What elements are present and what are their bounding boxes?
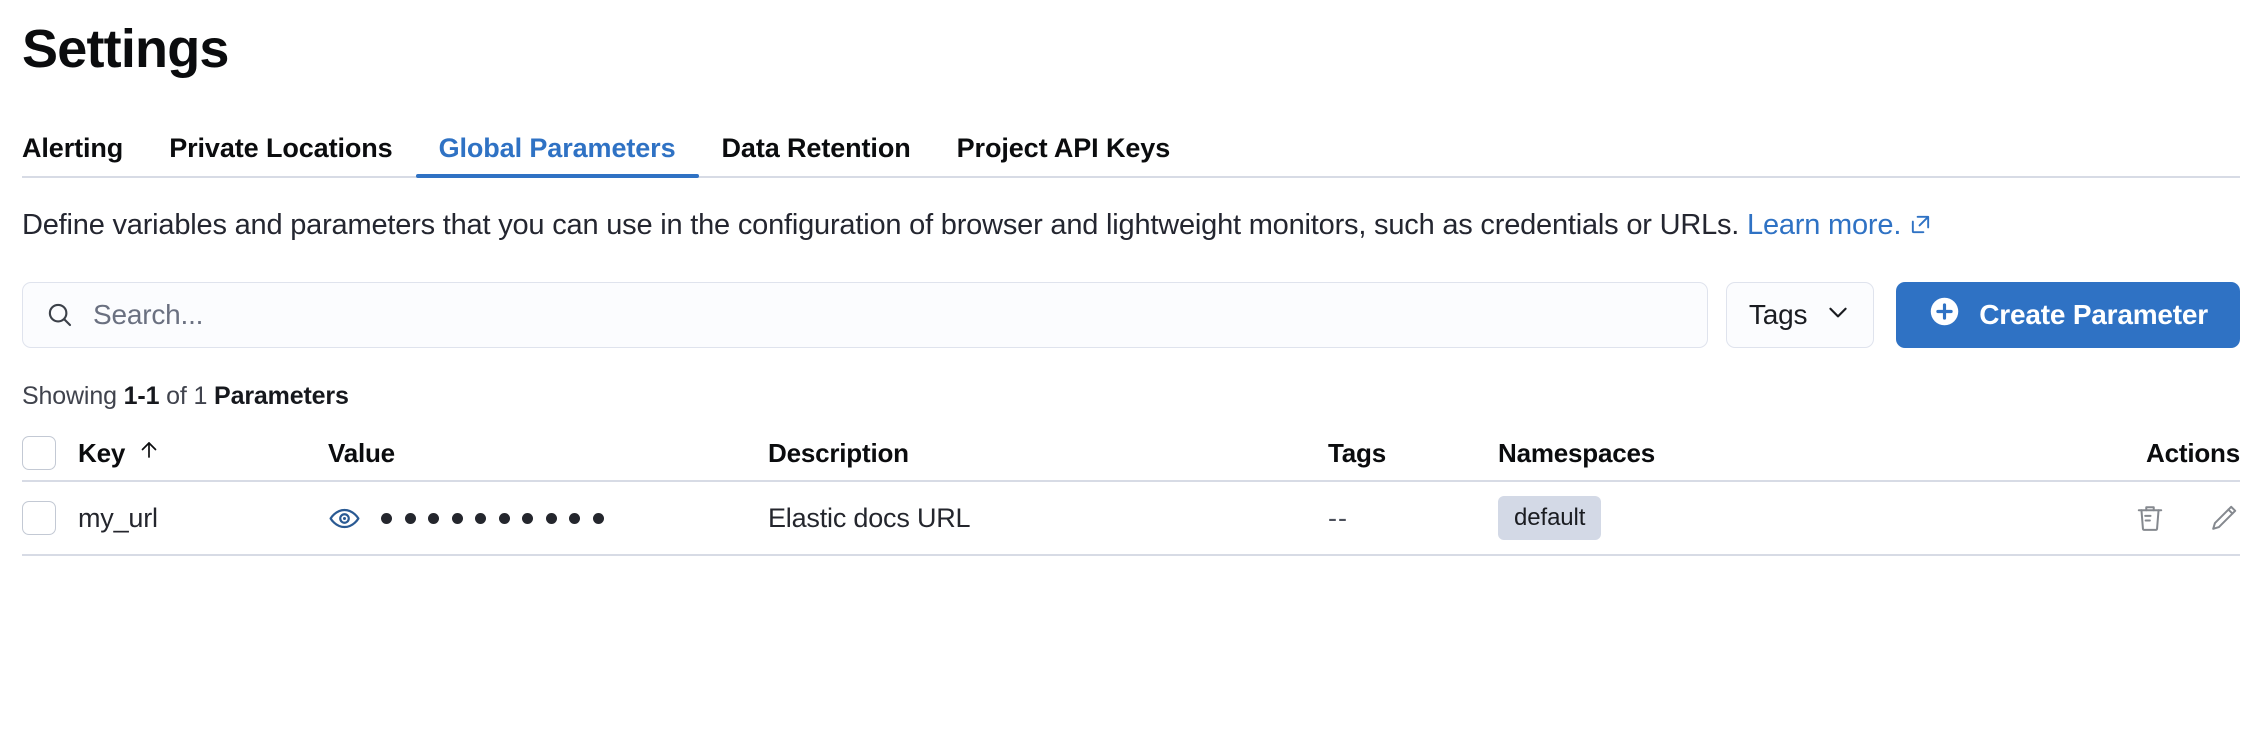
chevron-down-icon: [1825, 299, 1851, 332]
tags-filter-button[interactable]: Tags: [1725, 282, 1875, 349]
eye-icon[interactable]: [328, 502, 361, 535]
results-middle: of 1: [159, 382, 215, 411]
tags-filter-label: Tags: [1748, 299, 1808, 331]
page-description: Define variables and parameters that you…: [22, 208, 2240, 244]
description-text: Define variables and parameters that you…: [22, 209, 1748, 241]
column-header-label: Key: [78, 437, 126, 468]
tab-global-parameters[interactable]: Global Parameters: [415, 133, 699, 178]
select-all-cell: [22, 436, 78, 471]
namespace-badge: default: [1498, 496, 1602, 541]
column-header-actions: Actions: [2050, 438, 2240, 469]
tab-label: Global Parameters: [438, 133, 676, 163]
column-header-label: Actions: [2146, 437, 2240, 468]
column-header-namespaces: Namespaces: [1498, 438, 2050, 469]
learn-more-label: Learn more.: [1747, 209, 1902, 241]
cell-value: [328, 502, 768, 535]
column-header-label: Value: [328, 437, 395, 468]
column-header-label: Description: [768, 437, 909, 468]
table-header-row: Key Value Description Tags Namespaces Ac…: [22, 426, 2240, 483]
external-link-icon: [1909, 210, 1932, 244]
column-header-value: Value: [328, 438, 768, 469]
column-header-key[interactable]: Key: [78, 438, 328, 469]
cell-tags: --: [1328, 502, 1348, 533]
search-input[interactable]: [91, 298, 1685, 333]
cell-actions: [2050, 502, 2240, 534]
search-icon: [45, 300, 75, 330]
delete-icon[interactable]: [2134, 502, 2166, 534]
results-range: 1-1: [123, 382, 160, 411]
column-header-label: Namespaces: [1498, 437, 1655, 468]
row-checkbox[interactable]: [22, 501, 56, 536]
tab-label: Project API Keys: [956, 133, 1171, 163]
results-summary: Showing 1-1 of 1 Parameters: [22, 382, 2240, 411]
page-title: Settings: [22, 19, 229, 79]
column-header-description: Description: [768, 438, 1328, 469]
results-prefix: Showing: [22, 382, 124, 411]
table-row[interactable]: my_url Elastic docs URL -- default: [22, 482, 2240, 557]
create-parameter-button[interactable]: Create Parameter: [1896, 282, 2240, 349]
tab-project-api-keys[interactable]: Project API Keys: [934, 135, 1194, 176]
select-all-checkbox[interactable]: [22, 436, 56, 471]
tab-label: Data Retention: [721, 133, 911, 163]
tab-private-locations[interactable]: Private Locations: [146, 135, 415, 176]
tab-label: Private Locations: [169, 133, 393, 163]
column-header-tags: Tags: [1328, 438, 1498, 469]
row-select-cell: [22, 501, 78, 536]
column-header-label: Tags: [1328, 437, 1386, 468]
cell-namespaces: default: [1498, 496, 2050, 541]
arrow-up-icon: [137, 438, 161, 469]
edit-icon[interactable]: [2208, 502, 2240, 534]
create-parameter-label: Create Parameter: [1979, 299, 2208, 331]
tab-data-retention[interactable]: Data Retention: [699, 135, 934, 176]
settings-tabs: Alerting Private Locations Global Parame…: [22, 124, 2240, 178]
parameters-table: Key Value Description Tags Namespaces Ac…: [22, 426, 2240, 557]
plus-circle-icon: [1928, 295, 1961, 335]
cell-key: my_url: [78, 502, 158, 533]
cell-description: Elastic docs URL: [768, 502, 971, 533]
tab-alerting[interactable]: Alerting: [22, 135, 146, 176]
learn-more-link[interactable]: Learn more.: [1747, 209, 1901, 241]
masked-value: [381, 512, 604, 524]
search-box[interactable]: [22, 282, 1708, 349]
results-unit: Parameters: [214, 382, 349, 411]
tab-label: Alerting: [22, 133, 124, 163]
filters-toolbar: Tags Create Parameter: [22, 282, 2240, 349]
